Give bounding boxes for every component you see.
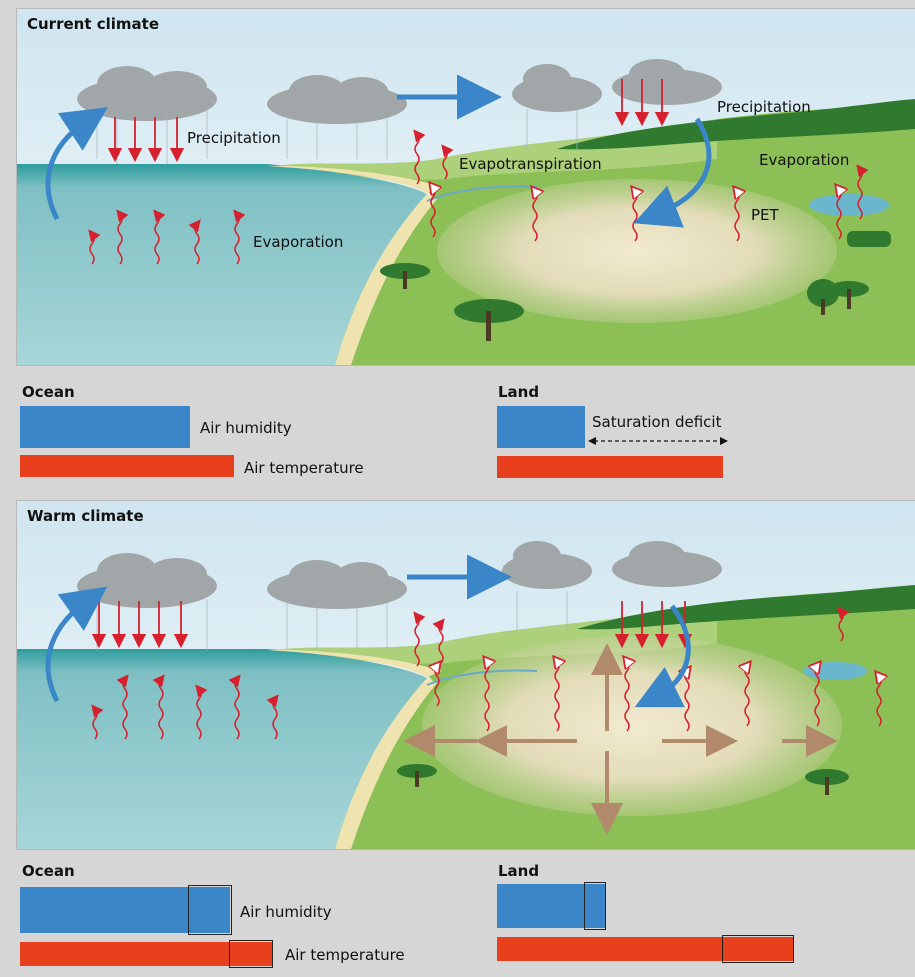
warm-climate-scene xyxy=(17,501,915,849)
warm-land-heading: Land xyxy=(498,862,540,880)
current-climate-scene xyxy=(17,9,915,365)
warm-land-humidity-bar xyxy=(497,884,605,928)
evapotranspiration-label: Evapotranspiration xyxy=(459,155,602,173)
current-ocean-temperature-bar xyxy=(20,455,234,477)
warm-ocean-temperature-bar xyxy=(20,942,272,966)
current-ocean-heading: Ocean xyxy=(22,383,75,401)
precipitation-ocean-label: Precipitation xyxy=(187,129,281,147)
current-land-temperature-bar xyxy=(497,456,723,478)
warm-ocean-humidity-increase-frame xyxy=(188,885,232,935)
warm-ocean-temperature-label: Air temperature xyxy=(285,946,405,964)
warm-land-temperature-bar xyxy=(497,937,793,961)
warm-climate-panel: Warm climate xyxy=(16,500,915,850)
current-ocean-humidity-bar xyxy=(20,406,190,448)
saturation-deficit-label: Saturation deficit xyxy=(592,413,722,431)
warm-ocean-temperature-increase-frame xyxy=(229,940,273,968)
current-land-heading: Land xyxy=(498,383,540,401)
evaporation-ocean-label: Evaporation xyxy=(253,233,344,251)
warm-ocean-humidity-bar xyxy=(20,887,230,933)
warm-ocean-humidity-label: Air humidity xyxy=(240,903,332,921)
precipitation-land-label: Precipitation xyxy=(717,98,811,116)
warm-land-humidity-increase-frame xyxy=(584,882,606,930)
current-land-humidity-bar xyxy=(497,406,585,448)
current-climate-title: Current climate xyxy=(27,15,159,33)
current-ocean-temperature-label: Air temperature xyxy=(244,459,364,477)
warm-climate-title: Warm climate xyxy=(27,507,144,525)
warm-land-temperature-increase-frame xyxy=(722,935,794,963)
current-ocean-humidity-label: Air humidity xyxy=(200,419,292,437)
evaporation-land-label: Evaporation xyxy=(759,151,850,169)
pet-label: PET xyxy=(751,206,779,224)
current-climate-panel: Current climate Precipitation Evaporatio… xyxy=(16,8,915,366)
saturation-deficit-arrow xyxy=(588,437,728,445)
warm-ocean-heading: Ocean xyxy=(22,862,75,880)
